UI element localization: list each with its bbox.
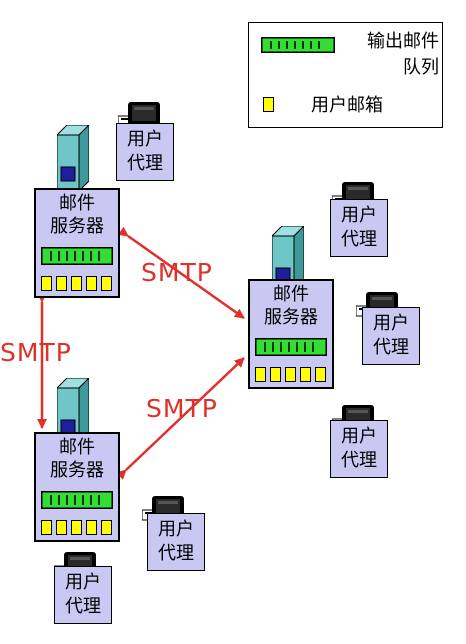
user-agent-label-line-1: 用户 xyxy=(158,519,194,540)
user-agent-label-line-1: 用户 xyxy=(127,129,163,150)
user-mailbox-icon xyxy=(56,276,67,291)
user-agent-label-line-2: 代理 xyxy=(341,450,377,471)
user-mailbox-icon xyxy=(71,276,82,291)
user-agent-label-line-1: 用户 xyxy=(373,313,409,334)
user-agent-2: 用户 代理 xyxy=(330,199,388,257)
legend-outgoing-queue-label: 输出邮件 xyxy=(367,31,439,52)
user-mailbox-icon xyxy=(285,367,296,382)
mail-server-3: 邮件 服务器 xyxy=(34,432,120,542)
legend-outgoing-queue-label-2: 队列 xyxy=(403,57,439,78)
user-agent-6: 用户 代理 xyxy=(54,566,112,624)
user-agent-5: 用户 代理 xyxy=(147,513,205,571)
server-label: 邮件 服务器 xyxy=(36,436,118,482)
outgoing-queue-icon xyxy=(255,338,327,356)
legend-user-mailbox-label: 用户邮箱 xyxy=(311,95,383,116)
user-mailbox-icon xyxy=(86,276,97,291)
user-mailbox-icon xyxy=(41,520,52,535)
user-agent-label-line-1: 用户 xyxy=(341,426,377,447)
smtp-label: SMTP xyxy=(146,394,218,423)
user-mailbox-icon xyxy=(270,367,281,382)
user-agent-label-line-1: 用户 xyxy=(341,205,377,226)
mail-server-1: 邮件 服务器 xyxy=(34,188,120,298)
server-label-line-1: 邮件 xyxy=(273,284,309,305)
user-mailbox-icon xyxy=(41,276,52,291)
arrow-server3-server2 xyxy=(116,357,245,480)
computer-icon xyxy=(118,102,160,127)
user-mailbox-icon xyxy=(86,520,97,535)
server-label-line-1: 邮件 xyxy=(59,437,95,458)
server-label-line-2: 服务器 xyxy=(50,216,104,237)
user-mailbox-icon xyxy=(255,367,266,382)
server-label: 邮件 服务器 xyxy=(36,192,118,238)
server-tower-icon xyxy=(272,226,304,292)
smtp-label: SMTP xyxy=(0,338,72,367)
mail-server-2: 邮件 服务器 xyxy=(248,279,334,389)
user-mailboxes xyxy=(255,367,327,384)
user-mailboxes xyxy=(41,520,113,537)
user-mailbox-icon xyxy=(101,276,112,291)
user-mailbox-icon xyxy=(315,367,326,382)
user-mailbox-icon xyxy=(71,520,82,535)
user-agent-label-line-2: 代理 xyxy=(158,543,194,564)
user-agent-1: 用户 代理 xyxy=(116,123,174,181)
outgoing-queue-icon xyxy=(41,491,113,509)
arrow-server1-server2 xyxy=(117,226,245,320)
user-mailbox-icon xyxy=(263,97,274,112)
legend: 输出邮件 队列 用户邮箱 xyxy=(248,22,443,128)
server-label: 邮件 服务器 xyxy=(250,283,332,329)
user-agent-label-line-1: 用户 xyxy=(65,572,101,593)
legend-outgoing-queue-text: 输出邮件 队列 xyxy=(351,29,439,81)
server-label-line-1: 邮件 xyxy=(59,193,95,214)
user-agent-label-line-2: 代理 xyxy=(373,337,409,358)
server-tower-icon xyxy=(57,125,89,191)
user-mailbox-icon xyxy=(56,520,67,535)
outgoing-queue-icon xyxy=(261,37,335,53)
user-agent-3: 用户 代理 xyxy=(362,307,420,365)
user-mailbox-icon xyxy=(101,520,112,535)
user-agent-label-line-2: 代理 xyxy=(341,229,377,250)
user-mailboxes xyxy=(41,276,113,293)
server-label-line-2: 服务器 xyxy=(264,307,318,328)
server-label-line-2: 服务器 xyxy=(50,460,104,481)
user-mailbox-icon xyxy=(300,367,311,382)
smtp-label: SMTP xyxy=(141,258,213,287)
outgoing-queue-icon xyxy=(41,247,113,265)
server-tower-icon xyxy=(57,378,89,444)
user-agent-label-line-2: 代理 xyxy=(65,596,101,617)
user-agent-label-line-2: 代理 xyxy=(127,153,163,174)
user-agent-4: 用户 代理 xyxy=(330,420,388,478)
